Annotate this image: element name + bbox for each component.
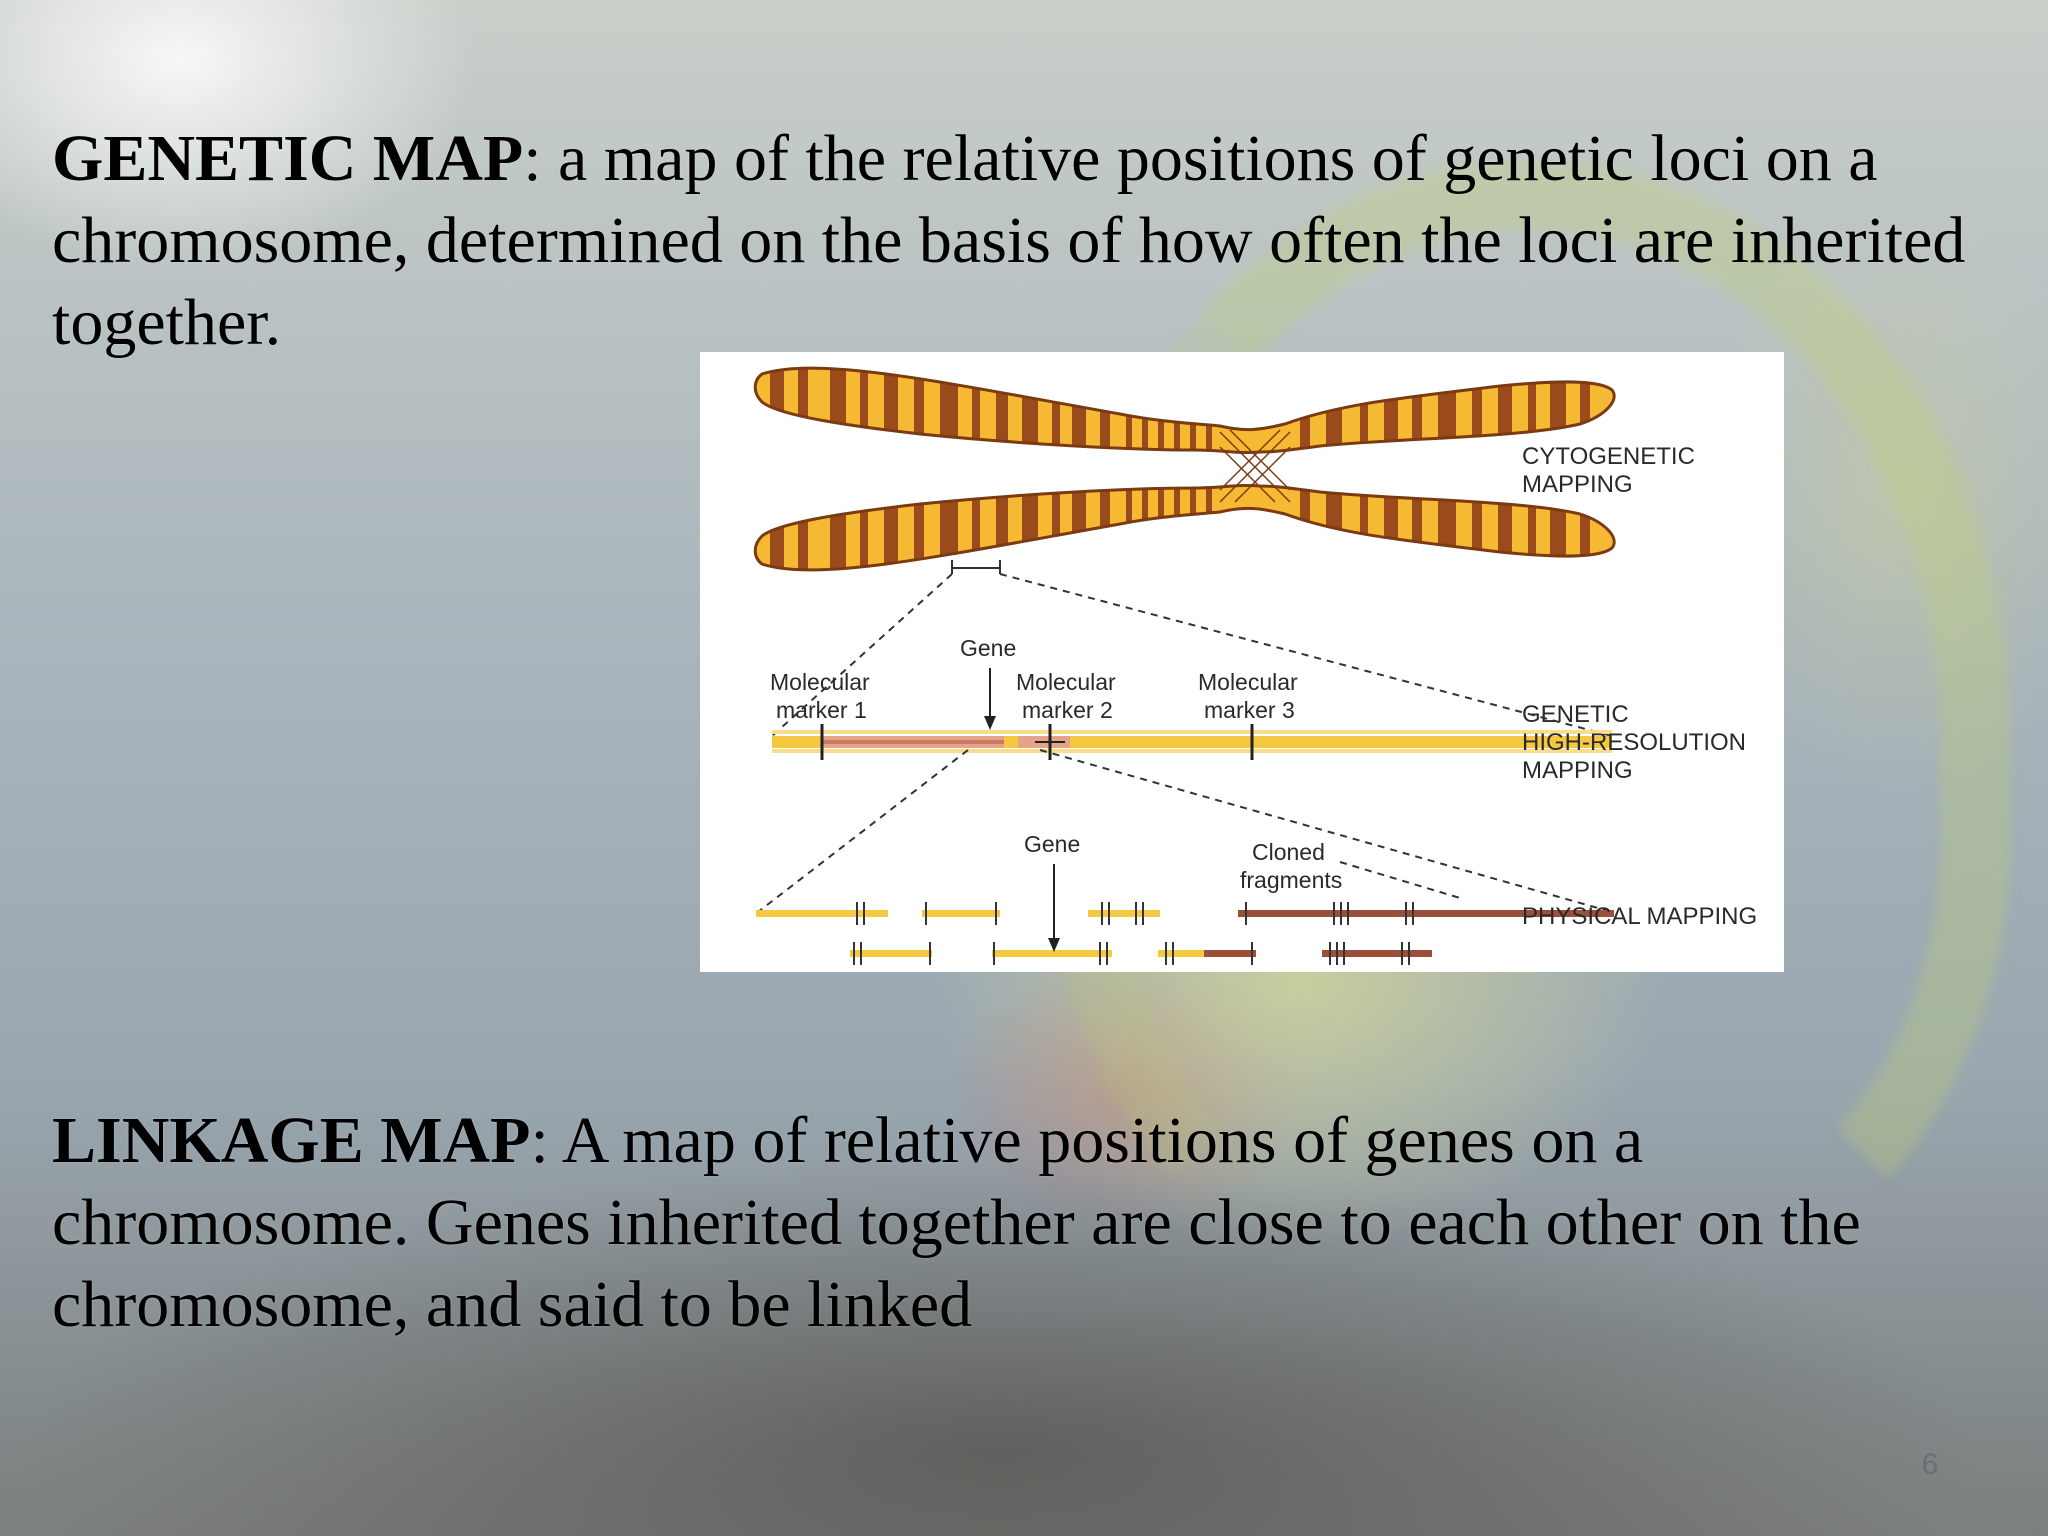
label-cloned-2: fragments (1240, 867, 1342, 893)
zoom-lines-lower (757, 749, 1613, 913)
gene-arrow-upper (984, 668, 996, 730)
linkage-map-term: LINKAGE MAP (52, 1104, 531, 1177)
mapping-diagram: CYTOGENETIC MAPPING GENETIC HIGH-RESOLUT… (700, 352, 1784, 972)
label-physical: PHYSICAL MAPPING (1522, 903, 1757, 930)
gene-arrow-lower (1048, 864, 1060, 952)
label-genetic-1: GENETIC (1522, 701, 1629, 728)
linkage-map-definition: LINKAGE MAP: A map of relative positions… (52, 1100, 2012, 1346)
label-marker2-1: Molecular (1016, 669, 1116, 695)
label-marker2-2: marker 2 (1022, 697, 1113, 723)
label-genetic-3: MAPPING (1522, 757, 1633, 784)
label-cytogenetic-1: CYTOGENETIC (1522, 443, 1695, 470)
label-cytogenetic-2: MAPPING (1522, 471, 1633, 498)
physical-map-fragments (756, 910, 1614, 957)
genetic-map-definition: GENETIC MAP: a map of the relative posit… (52, 118, 2012, 364)
label-gene-lower: Gene (1024, 831, 1080, 857)
label-marker3-1: Molecular (1198, 669, 1298, 695)
label-marker1-1: Molecular (770, 669, 870, 695)
label-gene-upper: Gene (960, 635, 1016, 661)
centromere (1219, 429, 1291, 503)
genetic-map-line (772, 730, 1612, 753)
label-marker3-2: marker 3 (1204, 697, 1295, 723)
genetic-map-text: : a map of the relative positions of gen… (52, 122, 1966, 359)
genetic-map-markers (820, 724, 1254, 760)
linkage-map-text: : A map of relative positions of genes o… (52, 1104, 1861, 1341)
region-bracket (951, 560, 1001, 574)
label-cloned-1: Cloned (1252, 839, 1325, 865)
cloned-fragments-pointer (1339, 861, 1461, 899)
genetic-map-term: GENETIC MAP (52, 122, 524, 195)
label-genetic-2: HIGH-RESOLUTION (1522, 729, 1746, 756)
label-marker1-2: marker 1 (776, 697, 867, 723)
slide-number: 6 (1921, 1448, 1939, 1481)
physical-map-ticks (853, 902, 1414, 965)
zoom-lines-upper (771, 573, 1613, 737)
